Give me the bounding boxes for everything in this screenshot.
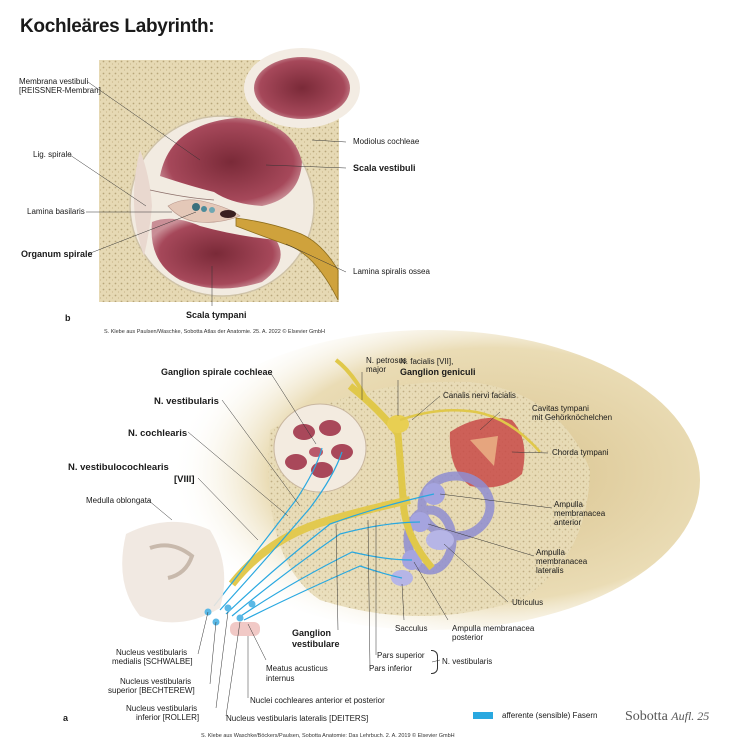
- label-organum-spirale: Organum spirale: [21, 249, 93, 259]
- legend-swatch: [473, 712, 493, 719]
- label-pars-superior: Pars superior: [377, 651, 425, 660]
- label-nucleus-inferior-1: Nucleus vestibularis: [126, 704, 198, 713]
- figure-a-leader-lines: [147, 371, 553, 717]
- label-canalis-nervi-facialis: Canalis nervi facialis: [443, 391, 516, 400]
- label-n-vestibularis: N. vestibularis: [154, 396, 219, 407]
- utriculus: [426, 530, 454, 550]
- label-chorda-tympani: Chorda tympani: [552, 448, 609, 457]
- figure-a-credit: S. Klebe aus Waschke/Böckers/Paulsen, So…: [201, 733, 455, 739]
- label-lamina-spiralis-ossea: Lamina spiralis ossea: [353, 267, 430, 276]
- cochlea: [273, 403, 367, 493]
- pars-bracket: [431, 650, 438, 674]
- label-ampulla-posterior-2: posterior: [452, 633, 484, 642]
- label-ampulla-lateralis-1: Ampulla: [536, 548, 565, 557]
- label-ganglion-geniculi: Ganglion geniculi: [400, 367, 476, 377]
- label-nucleus-medialis-1: Nucleus vestibularis: [116, 648, 188, 657]
- label-n-vestibularis-pars: N. vestibularis: [442, 657, 493, 666]
- reissner-membrane: [149, 189, 215, 201]
- label-cavitas-tympani: Cavitas tympani: [532, 404, 589, 413]
- medulla-oblongata: [122, 521, 225, 623]
- scala-tympani: [151, 218, 281, 289]
- label-nucleus-superior-1: Nucleus vestibularis: [120, 677, 192, 686]
- label-vestibulare: vestibulare: [292, 639, 340, 649]
- label-ampulla-lateralis-3: lateralis: [536, 566, 564, 575]
- label-ganglion: Ganglion: [292, 628, 331, 638]
- facial-nerve: [347, 383, 435, 571]
- nuclei-cochleares-region: [230, 622, 260, 636]
- label-ampulla-anterior-3: anterior: [554, 518, 582, 527]
- label-n-facialis: N. facialis [VII],: [400, 357, 454, 366]
- chorda-tympani: [399, 408, 541, 453]
- lig-spirale: [133, 150, 152, 256]
- label-ampulla-anterior-1: Ampulla: [554, 500, 583, 509]
- brand-logo: Sobotta Aufl. 25: [625, 709, 709, 725]
- figure-b-letter: b: [65, 313, 71, 323]
- n-petrosus-major: [334, 358, 368, 399]
- label-nucleus-inferior-2: inferior [ROLLER]: [136, 713, 200, 722]
- label-pars-inferior: Pars inferior: [369, 664, 413, 673]
- figure-b-credit: S. Klebe aus Paulsen/Waschke, Sobotta At…: [104, 329, 325, 335]
- label-scala-tympani: Scala tympani: [186, 310, 247, 320]
- label-nuclei-cochleares: Nuclei cochleares anterior et posterior: [250, 696, 385, 705]
- label-scala-vestibuli: Scala vestibuli: [353, 163, 416, 173]
- label-ampulla-lateralis-2: membranacea: [536, 557, 588, 566]
- label-nucleus-lateralis: Nucleus vestibularis lateralis [DEITERS]: [226, 714, 369, 723]
- label-meatus-acusticus: Meatus acusticus: [266, 664, 328, 673]
- afferent-fibers: [213, 447, 435, 621]
- label-sacculus: Sacculus: [395, 624, 428, 633]
- label-gehoerknoechelchen: mit Gehörknöchelchen: [532, 413, 613, 422]
- label-membrana-vestibuli: Membrana vestibuli: [19, 77, 89, 86]
- legend-label: afferente (sensible) Fasern: [502, 711, 598, 720]
- label-nucleus-superior-2: superior [BECHTEREW]: [108, 686, 195, 695]
- label-medulla-oblongata: Medulla oblongata: [86, 496, 152, 505]
- label-ampulla-anterior-2: membranacea: [554, 509, 606, 518]
- label-modiolus-cochleae: Modiolus cochleae: [353, 137, 420, 146]
- label-n-vestibulocochlearis: N. vestibulocochlearis: [68, 462, 169, 473]
- label-lig-spirale: Lig. spirale: [33, 150, 72, 159]
- label-ganglion-spirale-cochleae: Ganglion spirale cochleae: [161, 367, 273, 377]
- page-title: Kochleäres Labyrinth:: [20, 16, 215, 37]
- n-vestibulocochlearis: [228, 496, 411, 587]
- label-n-petrosus-major: major: [366, 365, 387, 374]
- label-n-cochlearis: N. cochlearis: [128, 428, 188, 439]
- label-utriculus: Utriculus: [512, 598, 544, 607]
- brand-name: Sobotta: [625, 709, 668, 724]
- scala-vestibuli: [160, 118, 302, 206]
- figure-b-leader-lines: [69, 81, 347, 306]
- label-n-vestibulocochlearis-viii: [VIII]: [174, 474, 195, 485]
- label-nucleus-medialis-2: medialis [SCHWALBE]: [112, 657, 193, 666]
- cavitas-tympani: [449, 417, 525, 488]
- label-lamina-basilaris: Lamina basilaris: [27, 207, 85, 216]
- label-n-petrosus: N. petrosus: [366, 356, 407, 365]
- label-reissner-membran: [REISSNER-Membran]: [19, 86, 101, 95]
- figure-a-letter: a: [63, 713, 69, 723]
- label-ampulla-posterior-1: Ampulla membranacea: [452, 624, 535, 633]
- brand-edition: Aufl. 25: [671, 709, 710, 723]
- label-meatus-internus: internus: [266, 674, 295, 683]
